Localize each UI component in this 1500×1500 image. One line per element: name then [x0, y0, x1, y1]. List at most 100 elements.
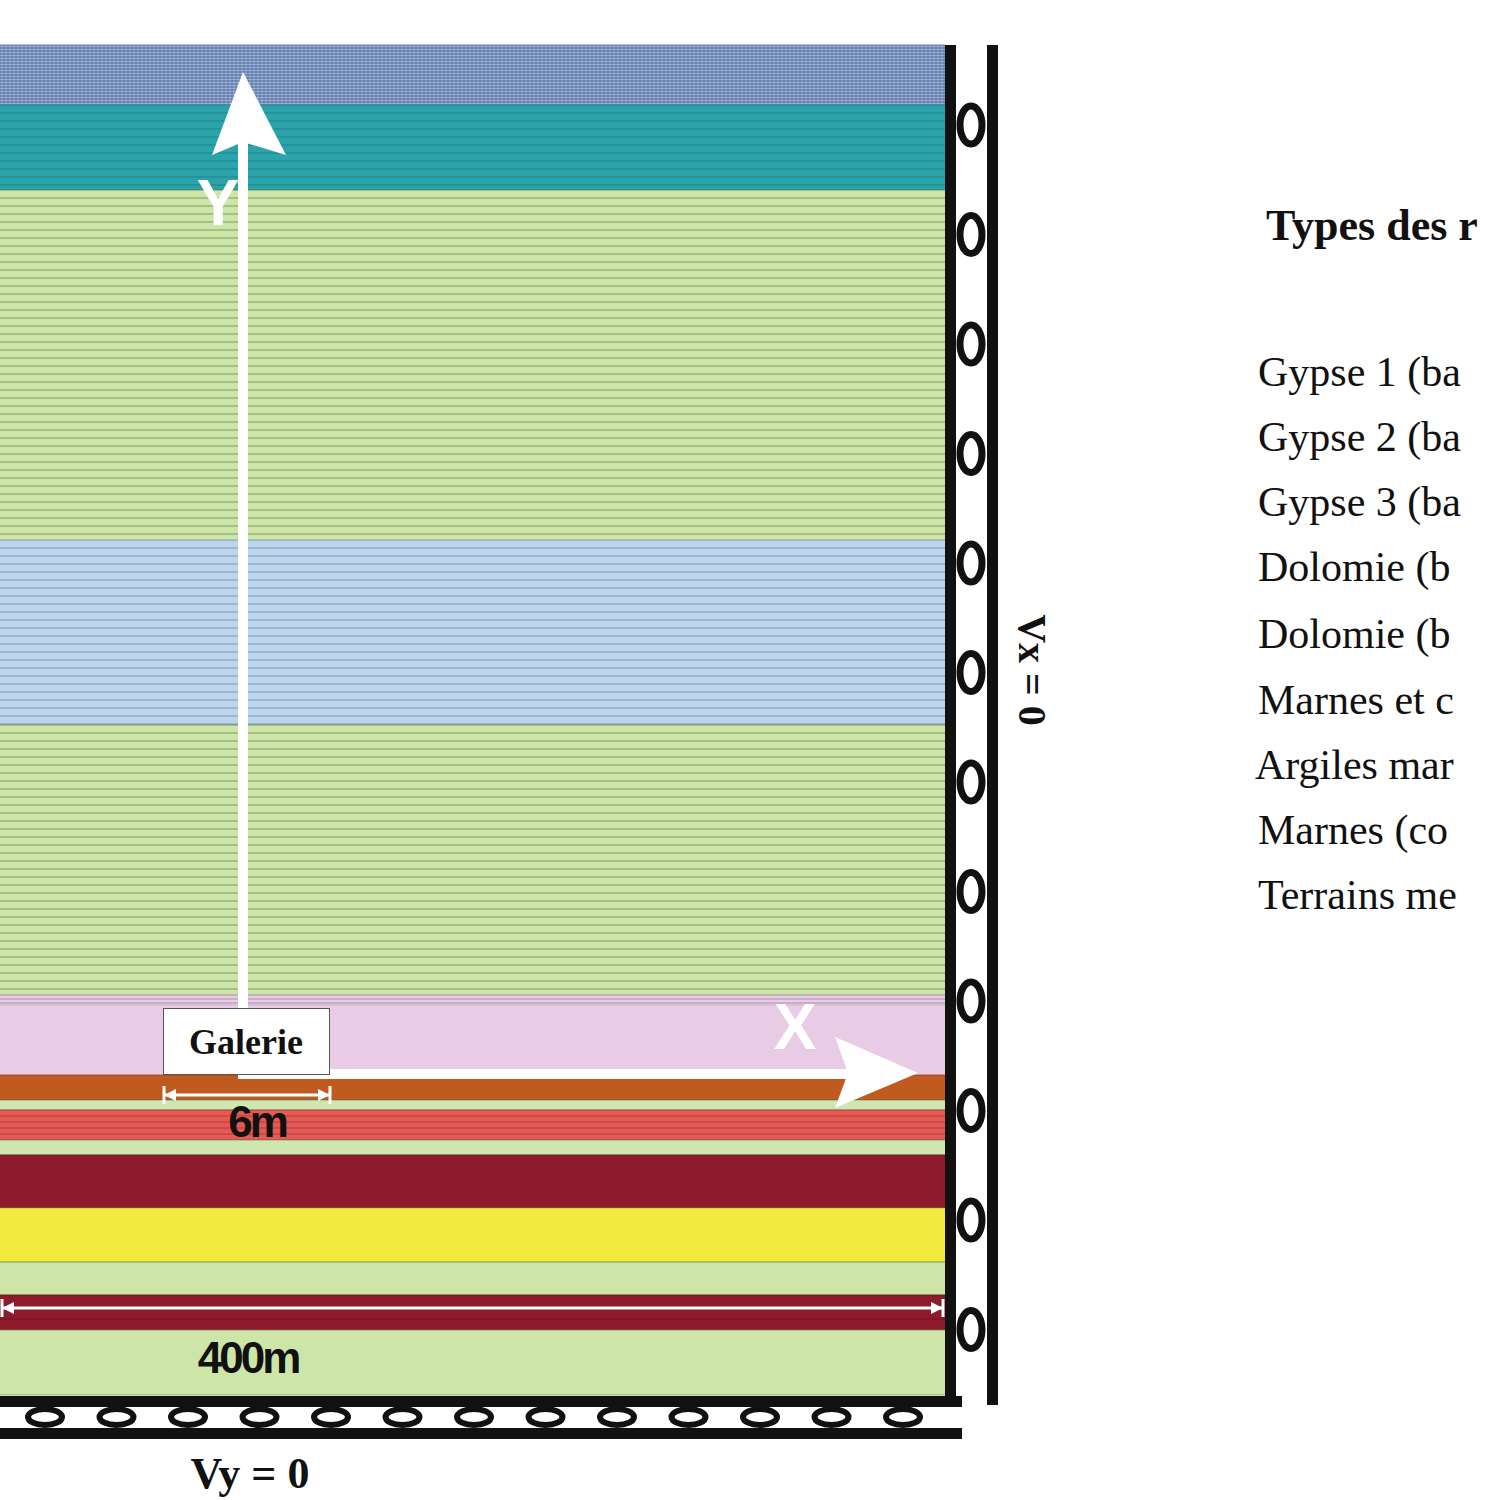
mesh-line: [0, 837, 945, 838]
mesh-line: [800, 45, 801, 105]
mesh-line: [0, 510, 945, 511]
roller: [171, 1409, 205, 1425]
mesh-line: [0, 334, 945, 335]
mesh-line: [0, 901, 945, 902]
mesh-line: [612, 45, 613, 105]
dimension-arrow: [2, 1302, 14, 1314]
mesh-line: [0, 1262, 945, 1263]
mesh-line: [392, 45, 393, 105]
mesh-line: [896, 45, 897, 105]
mesh-line: [0, 869, 945, 870]
mesh-line: [0, 358, 945, 359]
roller: [960, 1311, 982, 1349]
mesh-line: [924, 45, 925, 105]
mesh-line: [0, 57, 945, 58]
mesh-line: [0, 494, 945, 495]
mesh-line: [32, 45, 33, 105]
mesh-line: [408, 45, 409, 105]
mesh-line: [0, 1140, 945, 1141]
legend-text: Terrains me: [1258, 874, 1457, 916]
mesh-line: [644, 45, 645, 105]
mesh-line: [596, 45, 597, 105]
mesh-line: [0, 829, 945, 830]
mesh-line: [0, 45, 1, 105]
mesh-line: [0, 105, 945, 106]
mesh-line: [0, 893, 945, 894]
mesh-line: [0, 716, 945, 717]
axis-label: Y: [197, 171, 240, 235]
mesh-line: [172, 45, 173, 105]
mesh-line: [868, 45, 869, 105]
mesh-line: [48, 45, 49, 105]
mesh-line: [0, 1122, 945, 1123]
mesh-line: [808, 45, 809, 105]
mesh-line: [76, 45, 77, 105]
roller: [960, 982, 982, 1020]
mesh-line: [472, 45, 473, 105]
mesh-line: [0, 1116, 945, 1117]
mesh-line: [0, 302, 945, 303]
mesh-line: [0, 214, 945, 215]
mesh-line: [668, 45, 669, 105]
roller: [960, 106, 982, 144]
mesh-line: [276, 45, 277, 105]
rock-layer: [0, 105, 945, 190]
mesh-line: [704, 45, 705, 105]
mesh-line: [0, 81, 945, 82]
legend-text: Dolomie (b: [1258, 546, 1450, 588]
mesh-line: [0, 797, 945, 798]
mesh-line: [480, 45, 481, 105]
mesh-line: [832, 45, 833, 105]
dimension-label: 6m: [228, 1100, 286, 1144]
mesh-line: [0, 965, 945, 966]
mesh-line: [388, 45, 389, 105]
roller: [960, 544, 982, 582]
mesh-line: [0, 757, 945, 758]
mesh-line: [0, 185, 945, 186]
mesh-line: [372, 45, 373, 105]
mesh-line: [268, 45, 269, 105]
mesh-line: [716, 45, 717, 105]
mesh-line: [852, 45, 853, 105]
mesh-line: [0, 326, 945, 327]
mesh-line: [0, 246, 945, 247]
mesh-line: [0, 398, 945, 399]
mesh-line: [476, 45, 477, 105]
mesh-line: [0, 406, 945, 407]
mesh-line: [0, 438, 945, 439]
mesh-line: [8, 45, 9, 105]
mesh-line: [912, 45, 913, 105]
mesh-line: [564, 45, 565, 105]
mesh-line: [816, 45, 817, 105]
mesh-line: [416, 45, 417, 105]
mesh-line: [0, 1100, 945, 1101]
roller: [743, 1409, 777, 1425]
mesh-line: [168, 45, 169, 105]
mesh-line: [0, 478, 945, 479]
mesh-line: [0, 1330, 945, 1331]
support-bar: [0, 1428, 962, 1439]
roller: [815, 1409, 849, 1425]
mesh-line: [936, 45, 937, 105]
mesh-line: [0, 548, 945, 549]
mesh-line: [576, 45, 577, 105]
rock-layer: [0, 1330, 945, 1395]
mesh-line: [0, 1295, 945, 1296]
legend-text: Marnes (co: [1258, 809, 1448, 851]
arrowhead: [835, 1037, 918, 1108]
mesh-line: [312, 45, 313, 105]
mesh-line: [16, 45, 17, 105]
mesh-line: [136, 45, 137, 105]
mesh-line: [0, 941, 945, 942]
mesh-line: [592, 45, 593, 105]
mesh-line: [876, 45, 877, 105]
dimension-arrow: [931, 1302, 943, 1314]
mesh-line: [0, 724, 945, 725]
mesh-line: [784, 45, 785, 105]
mesh-line: [756, 45, 757, 105]
mesh-line: [632, 45, 633, 105]
mesh-line: [0, 350, 945, 351]
boundary-condition: Vy = 0: [191, 1452, 310, 1496]
mesh-line: [288, 45, 289, 105]
mesh-line: [0, 925, 945, 926]
